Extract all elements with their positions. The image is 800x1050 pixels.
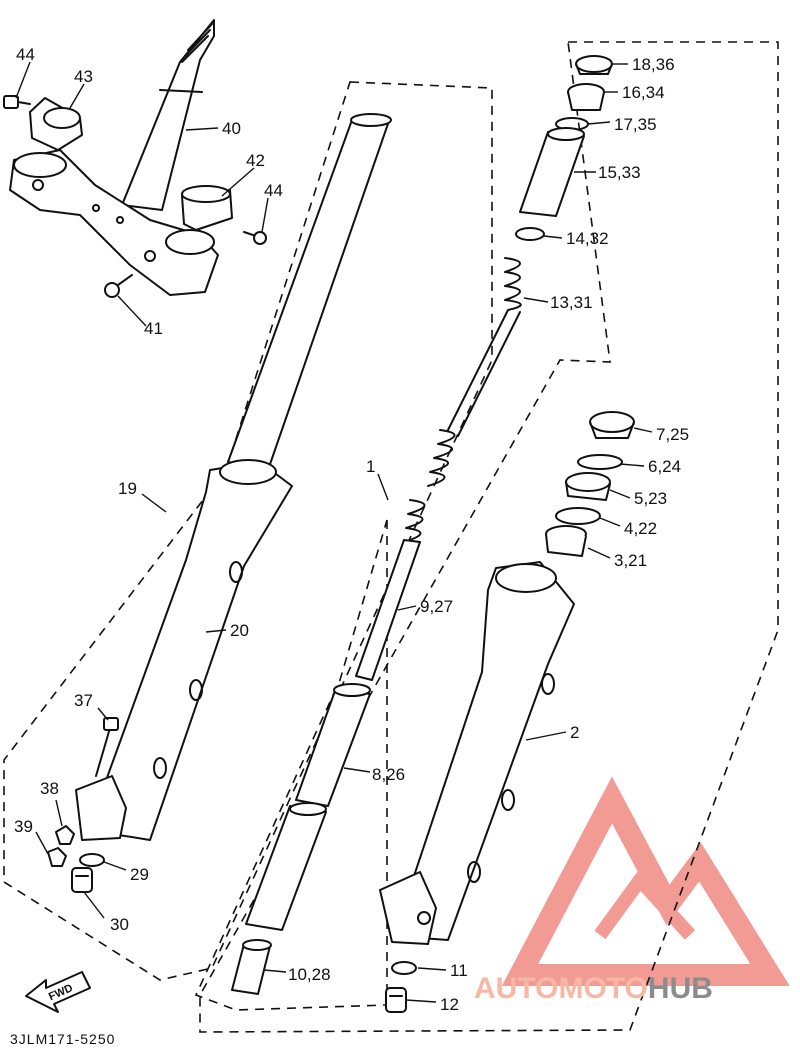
- watermark-text-part2: HUB: [648, 972, 713, 1005]
- label-44a: 44: [16, 45, 35, 64]
- label-30: 30: [110, 915, 129, 934]
- washer-29: [79, 853, 105, 867]
- collar: [181, 185, 233, 231]
- label-38: 38: [40, 779, 59, 798]
- oil-lock-piece: [231, 939, 272, 995]
- washer-4: [555, 507, 601, 525]
- label-9-27: 9,27: [420, 597, 453, 616]
- bolt-44-right: [243, 231, 267, 245]
- handlebar-clamp: [29, 97, 83, 151]
- label-41: 41: [144, 319, 163, 338]
- nut-39: [47, 847, 67, 867]
- label-12: 12: [440, 995, 459, 1014]
- label-3-21: 3,21: [614, 551, 647, 570]
- label-18-36: 18,36: [632, 55, 675, 74]
- leader-lines: [15, 61, 653, 1003]
- label-6-24: 6,24: [648, 457, 681, 476]
- label-42: 42: [246, 151, 265, 170]
- label-8-26: 8,26: [372, 765, 405, 784]
- label-20: 20: [230, 621, 249, 640]
- label-11: 11: [450, 961, 468, 980]
- label-44b: 44: [264, 181, 283, 200]
- label-13-31: 13,31: [550, 293, 593, 312]
- label-43: 43: [74, 67, 93, 86]
- watermark-text-part1: AUTOMOTO: [474, 972, 648, 1005]
- label-40: 40: [222, 119, 241, 138]
- under-bracket: [9, 149, 219, 296]
- label-5-23: 5,23: [634, 489, 667, 508]
- label-39: 39: [14, 817, 33, 836]
- axle-pinch-bolt-37: [95, 717, 119, 777]
- label-17-35: 17,35: [614, 115, 657, 134]
- damper-cylinder: [245, 802, 327, 931]
- right-fork-boundary: [199, 41, 779, 1033]
- outer-tube-left: [75, 459, 293, 841]
- oil-seal-clip: [577, 454, 623, 470]
- left-fork-boundary: [3, 81, 493, 981]
- bolt-30: [71, 867, 93, 893]
- label-2: 2: [570, 723, 579, 742]
- bolt-41: [104, 274, 133, 298]
- cap-bolt: [575, 55, 613, 75]
- label-14-32: 14,32: [566, 229, 609, 248]
- washer-11: [391, 961, 417, 975]
- piston-tube: [295, 683, 371, 807]
- watermark-logo-icon: [501, 776, 790, 986]
- steering-stem: [121, 19, 215, 211]
- spacer-tube: [519, 127, 585, 217]
- label-4-22: 4,22: [624, 519, 657, 538]
- bolt-44-left: [3, 95, 31, 109]
- label-10-28: 10,28: [288, 965, 331, 984]
- oil-seal: [565, 472, 611, 501]
- fwd-arrow-icon: FWD: [25, 971, 91, 1013]
- washer-14: [515, 227, 545, 241]
- watermark-text: AUTOMOTOHUB: [474, 972, 713, 1005]
- label-37: 37: [74, 691, 93, 710]
- nut-38: [55, 825, 75, 845]
- drawing-code: 3JLM171-5250: [10, 1031, 115, 1047]
- slide-metal: [545, 525, 587, 557]
- fork-spring: [427, 257, 522, 487]
- label-19: 19: [118, 479, 137, 498]
- dust-seal: [589, 411, 635, 439]
- damper-rod: [355, 499, 426, 681]
- label-16-34: 16,34: [622, 83, 665, 102]
- label-29: 29: [130, 865, 149, 884]
- outer-tube-right: [379, 561, 575, 945]
- label-7-25: 7,25: [656, 425, 689, 444]
- label-15-33: 15,33: [598, 163, 641, 182]
- drain-bolt-12: [385, 987, 407, 1013]
- label-1: 1: [366, 457, 375, 476]
- spring-seat-plug: [567, 83, 605, 111]
